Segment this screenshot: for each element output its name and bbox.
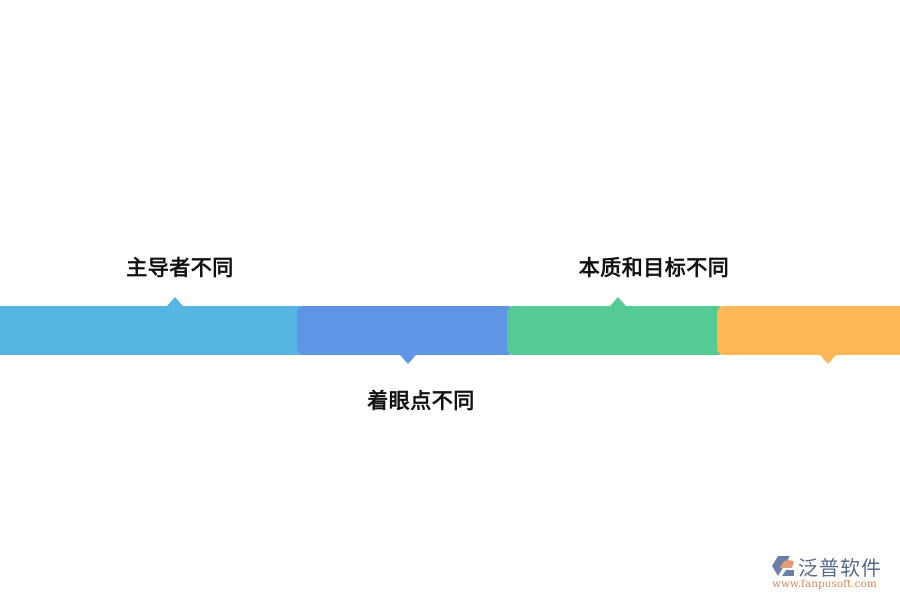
watermark-url: www.fanpusoft.com bbox=[772, 578, 877, 590]
pointer-down-4 bbox=[820, 355, 836, 364]
pointer-up-3 bbox=[610, 297, 626, 306]
segment-3 bbox=[507, 306, 725, 355]
watermark-logo: 泛普软件 www.fanpusoft.com bbox=[770, 552, 895, 596]
segment-1 bbox=[0, 306, 305, 355]
segment-2 bbox=[297, 306, 515, 355]
fanpu-logo-icon bbox=[772, 556, 794, 576]
label-segment-3: 本质和目标不同 bbox=[578, 256, 730, 280]
watermark-brand: 泛普软件 bbox=[798, 556, 882, 580]
pointer-down-2 bbox=[400, 355, 416, 364]
segment-4 bbox=[717, 306, 900, 355]
pointer-up-1 bbox=[167, 297, 183, 306]
label-segment-1: 主导者不同 bbox=[126, 256, 234, 280]
label-segment-2: 着眼点不同 bbox=[367, 389, 475, 413]
